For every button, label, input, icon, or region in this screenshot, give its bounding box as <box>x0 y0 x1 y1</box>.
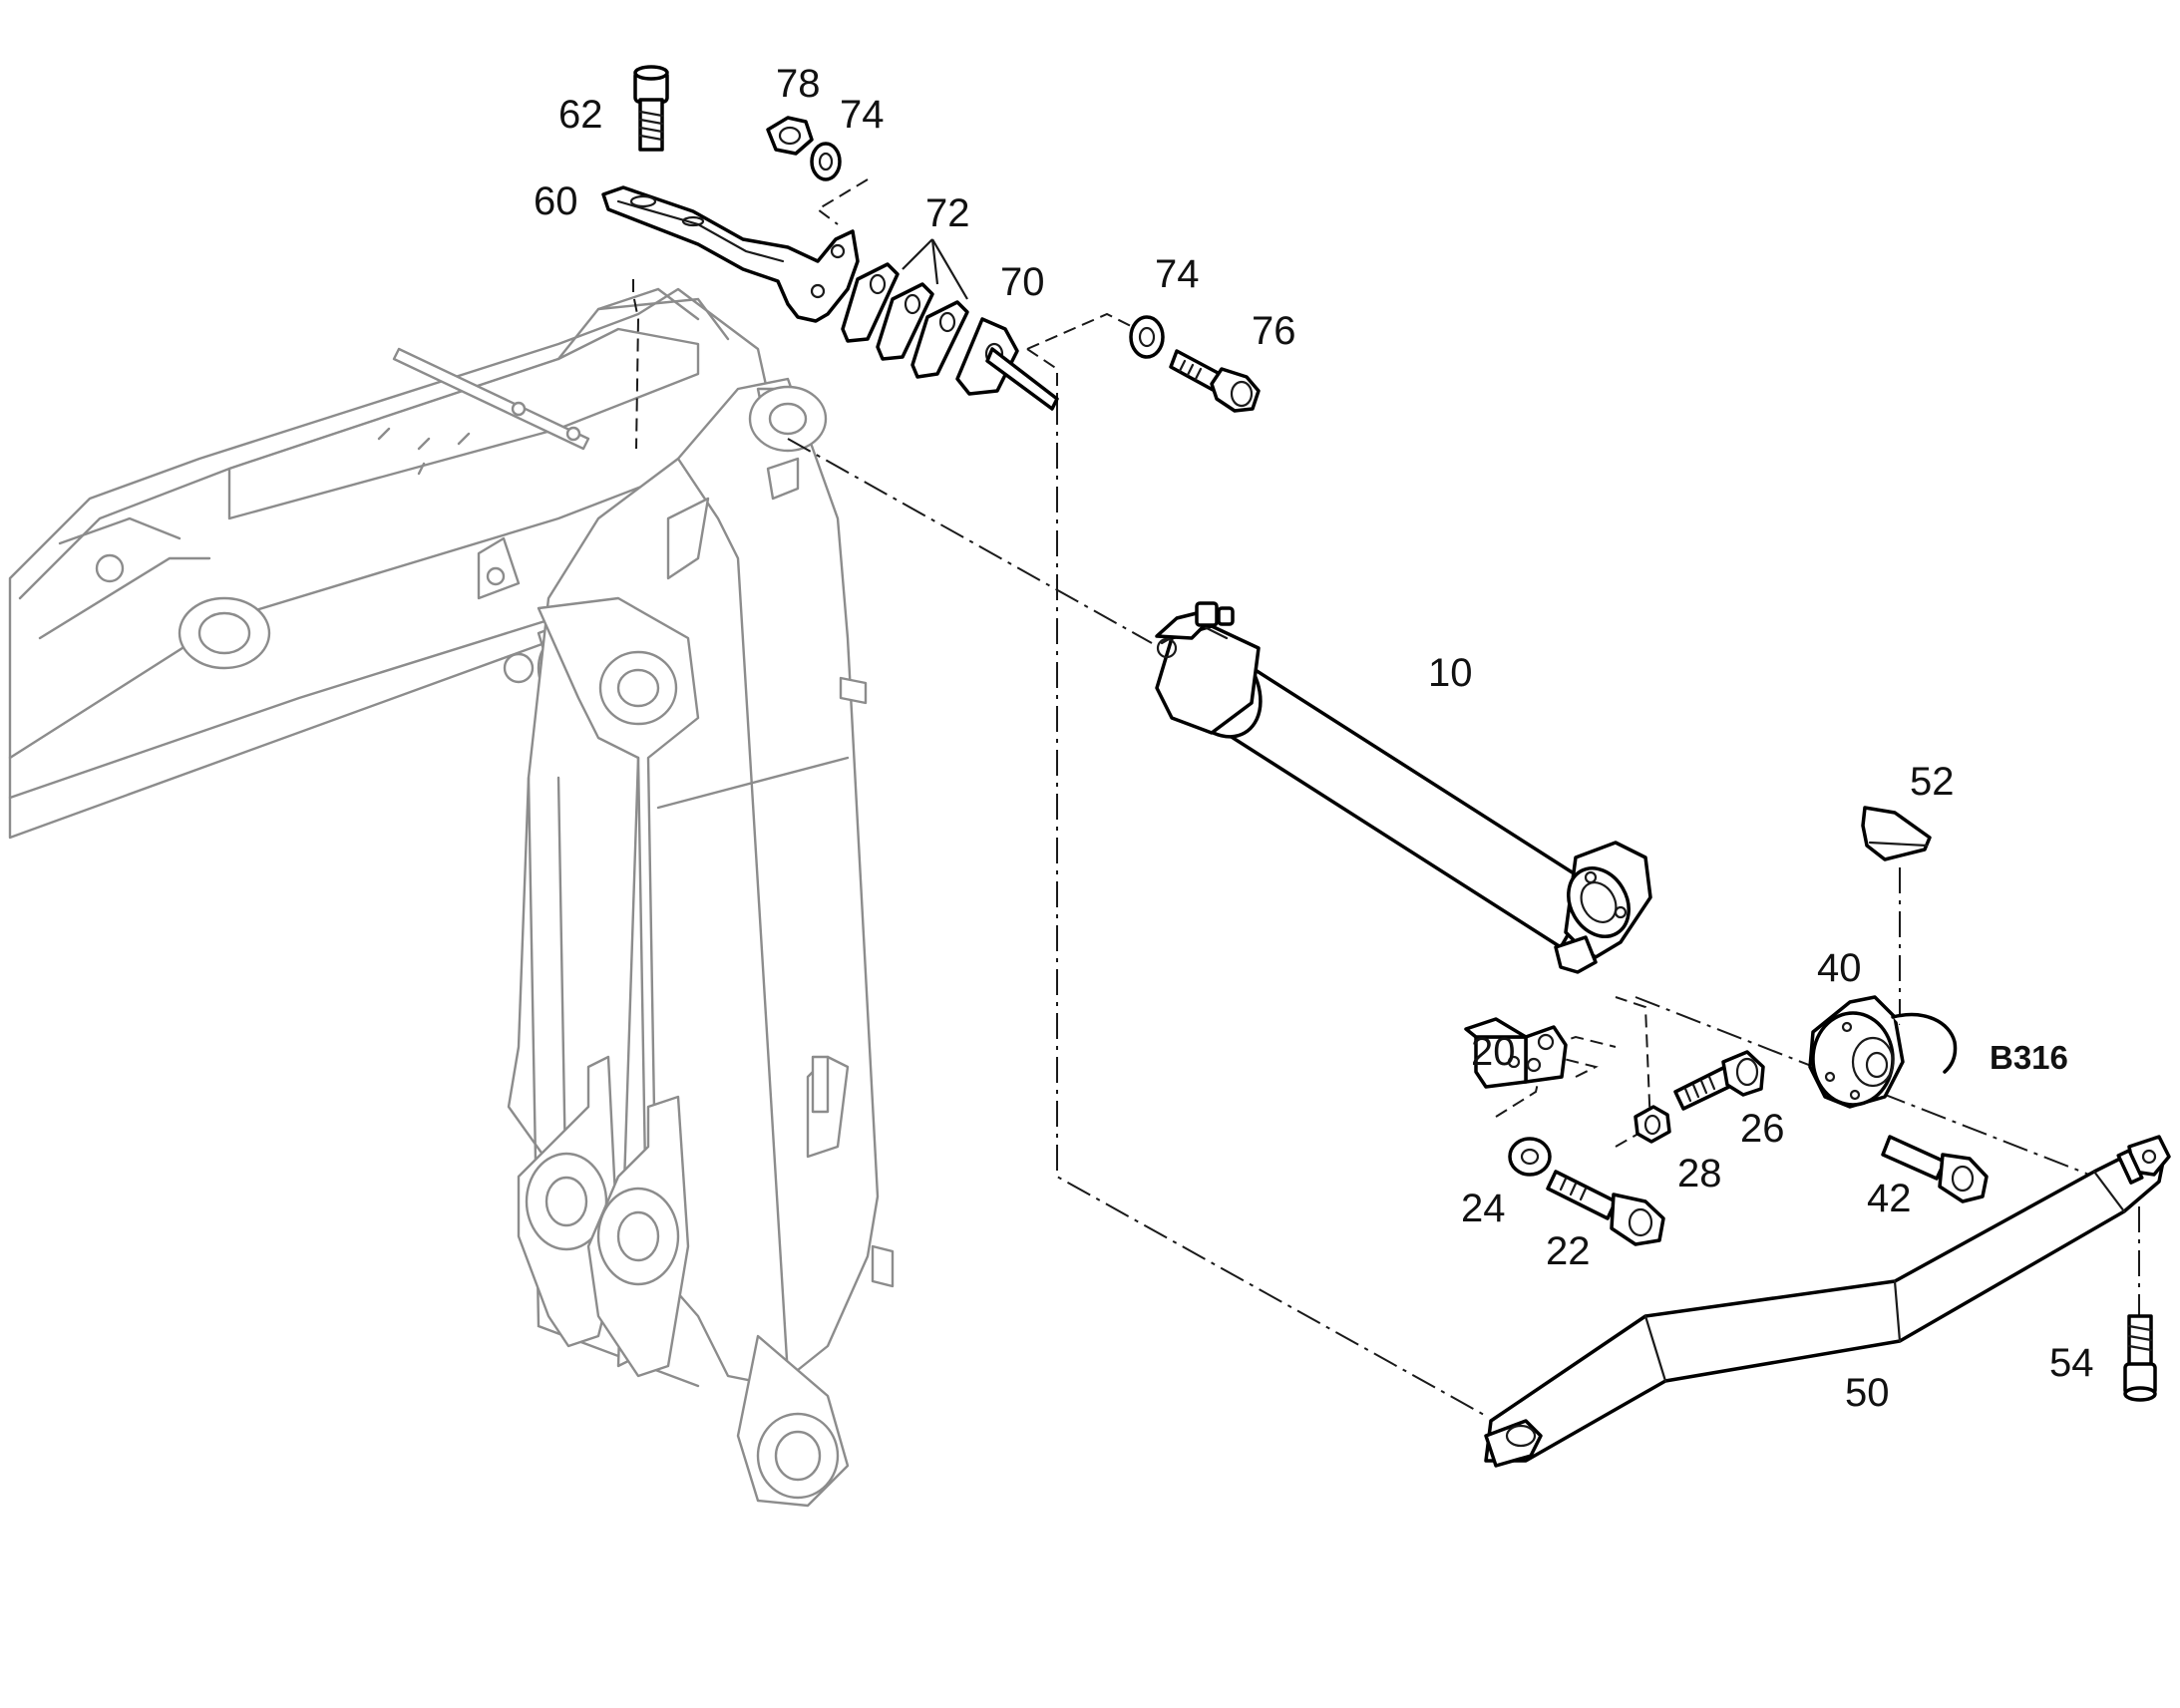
leader-lines <box>902 238 968 300</box>
part-26-screw <box>1673 1050 1765 1111</box>
callout-labels: 62 60 78 74 72 70 74 76 10 52 40 B316 20… <box>534 62 2094 1415</box>
part-10-cylinder <box>1155 601 1652 974</box>
callout-72: 72 <box>925 191 970 235</box>
part-74-washer-upper <box>810 142 842 181</box>
callout-74-right: 74 <box>1155 252 1200 296</box>
part-72-link-plates <box>841 262 969 379</box>
callout-24: 24 <box>1461 1187 1506 1230</box>
part-20-clamp-block <box>1464 1017 1568 1089</box>
part-70-pin-plate <box>955 317 1059 411</box>
callout-20: 20 <box>1471 1030 1516 1074</box>
part-62-cap-screw <box>633 65 669 152</box>
part-76-cap-screw <box>1169 349 1261 413</box>
part-78-nut <box>766 116 814 156</box>
callout-78: 78 <box>776 62 821 106</box>
callout-60: 60 <box>534 179 578 223</box>
callout-62: 62 <box>558 93 603 137</box>
callout-b316: B316 <box>1990 1039 2068 1076</box>
callout-50: 50 <box>1845 1371 1890 1415</box>
part-28-nut <box>1634 1105 1671 1144</box>
callout-42: 42 <box>1867 1177 1912 1220</box>
callout-76: 76 <box>1252 309 1296 353</box>
part-60-bracket <box>601 185 860 323</box>
callout-52: 52 <box>1910 760 1955 804</box>
callout-10: 10 <box>1428 651 1473 695</box>
callout-28: 28 <box>1677 1152 1722 1196</box>
part-24-washer <box>1508 1137 1552 1177</box>
part-42-screw <box>1881 1135 1989 1203</box>
callout-26: 26 <box>1740 1107 1785 1151</box>
boom-structure-ghost <box>8 287 895 1508</box>
part-40-flange <box>1808 995 1958 1109</box>
part-54-cap-screw <box>2123 1314 2157 1402</box>
assembly-guide-lines <box>632 178 2140 1417</box>
callout-74-upper: 74 <box>840 93 885 137</box>
part-22-screw <box>1546 1170 1665 1246</box>
callout-40: 40 <box>1817 946 1862 990</box>
callout-22: 22 <box>1546 1229 1591 1273</box>
part-52-key <box>1861 806 1932 861</box>
part-74-washer-right <box>1129 315 1165 359</box>
part-50-arm <box>1484 1135 2171 1468</box>
callout-70: 70 <box>1000 260 1045 304</box>
callout-54: 54 <box>2049 1341 2094 1385</box>
